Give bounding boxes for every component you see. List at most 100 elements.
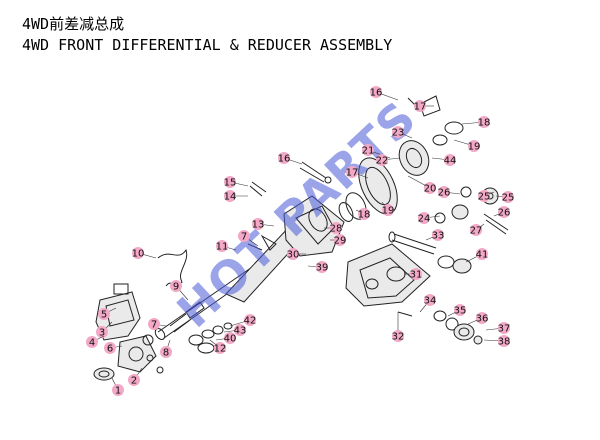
callout-19: 19 (453, 139, 481, 153)
callout-36: 36 (467, 312, 489, 325)
callout-number: 25 (502, 193, 515, 204)
callout-number: 31 (410, 270, 423, 281)
callout-badge (476, 248, 488, 260)
callout-24: 24 (418, 212, 441, 225)
title-block: 4WD前差减总成 4WD FRONT DIFFERENTIAL & REDUCE… (22, 14, 392, 56)
callout-number: 22 (376, 156, 389, 167)
pinion-shaft (388, 231, 437, 255)
callout-38: 38 (483, 335, 510, 348)
callout-17: 17 (414, 100, 434, 113)
callout-number: 18 (358, 210, 371, 221)
callout-number: 16 (278, 154, 291, 165)
callout-39: 39 (307, 261, 328, 274)
callout-26: 26 (493, 206, 511, 219)
callout-number: 30 (287, 250, 300, 261)
callout-20: 20 (407, 175, 436, 195)
callout-badge (478, 116, 490, 128)
callout-25: 25 (495, 191, 515, 204)
callout-number: 11 (216, 242, 229, 253)
callout-number: 34 (424, 296, 437, 307)
callout-number: 32 (392, 332, 405, 343)
callout-17: 17 (346, 166, 369, 179)
callout-7: 7 (148, 318, 167, 331)
callout-number: 28 (330, 224, 343, 235)
callout-badge (346, 166, 358, 178)
callout-layer: 1234567789101112131415161617171818191920… (86, 86, 514, 397)
callout-number: 23 (392, 128, 405, 139)
callout-number: 17 (414, 102, 427, 113)
callout-number: 3 (99, 328, 105, 339)
callout-number: 42 (244, 316, 257, 327)
callout-2: 2 (128, 367, 143, 387)
callout-number: 40 (224, 334, 237, 345)
callout-number: 29 (334, 236, 347, 247)
callout-number: 24 (418, 214, 431, 225)
callout-37: 37 (485, 322, 510, 335)
callout-43: 43 (223, 324, 247, 337)
callout-badge (160, 346, 172, 358)
callout-number: 16 (370, 88, 383, 99)
callout-badge (392, 126, 404, 138)
callout-badge (498, 322, 510, 334)
callout-badge (470, 224, 482, 236)
callout-badge (238, 230, 250, 242)
callout-number: 9 (173, 282, 179, 293)
callout-number: 12 (214, 344, 227, 355)
callout-badge (478, 190, 490, 202)
callout-42: 42 (229, 314, 257, 327)
callout-number: 19 (468, 142, 481, 153)
callout-badge (287, 248, 299, 260)
callout-badge (86, 336, 98, 348)
callout-41: 41 (465, 248, 488, 263)
callout-35: 35 (447, 304, 467, 317)
callout-10: 10 (132, 247, 157, 260)
callout-number: 43 (234, 326, 247, 337)
callout-40: 40 (215, 332, 237, 345)
callout-32: 32 (392, 312, 405, 343)
callout-number: 1 (115, 386, 121, 397)
callout-badge (234, 324, 246, 336)
callout-number: 44 (444, 156, 457, 167)
callout-badge (392, 330, 404, 342)
callout-number: 26 (438, 188, 451, 199)
callout-16: 16 (278, 152, 303, 165)
ring-seals-row (188, 322, 233, 354)
callout-3: 3 (96, 321, 113, 339)
callout-badge (376, 154, 388, 166)
callout-number: 13 (252, 220, 265, 231)
callout-badge (216, 240, 228, 252)
callout-7: 7 (238, 230, 259, 247)
callout-badge (252, 218, 264, 230)
callout-badge (112, 384, 124, 396)
callout-25: 25 (478, 190, 495, 203)
callout-badge (224, 176, 236, 188)
callout-12: 12 (209, 339, 227, 355)
callout-number: 33 (432, 231, 445, 242)
callout-number: 2 (131, 376, 137, 387)
callout-number: 7 (241, 232, 247, 243)
callout-badge (362, 144, 374, 156)
callout-badge (214, 342, 226, 354)
callout-23: 23 (392, 126, 413, 139)
reducer-housing (345, 243, 431, 307)
callout-number: 27 (470, 226, 483, 237)
callout-number: 36 (476, 314, 489, 325)
callout-badge (476, 312, 488, 324)
title-chinese: 4WD前差减总成 (22, 15, 125, 33)
callout-number: 26 (498, 208, 511, 219)
callout-18: 18 (355, 208, 371, 221)
callout-28: 28 (324, 222, 342, 235)
callout-badge (278, 152, 290, 164)
callout-number: 35 (454, 306, 467, 317)
callout-badge (316, 261, 328, 273)
callout-29: 29 (330, 234, 346, 247)
callout-badge (418, 212, 430, 224)
callout-badge (424, 182, 436, 194)
callout-13: 13 (252, 218, 275, 231)
parts-drawing (93, 95, 509, 381)
callout-badge (128, 374, 140, 386)
callout-badge (224, 332, 236, 344)
callout-11: 11 (216, 240, 237, 253)
callout-badge (454, 304, 466, 316)
